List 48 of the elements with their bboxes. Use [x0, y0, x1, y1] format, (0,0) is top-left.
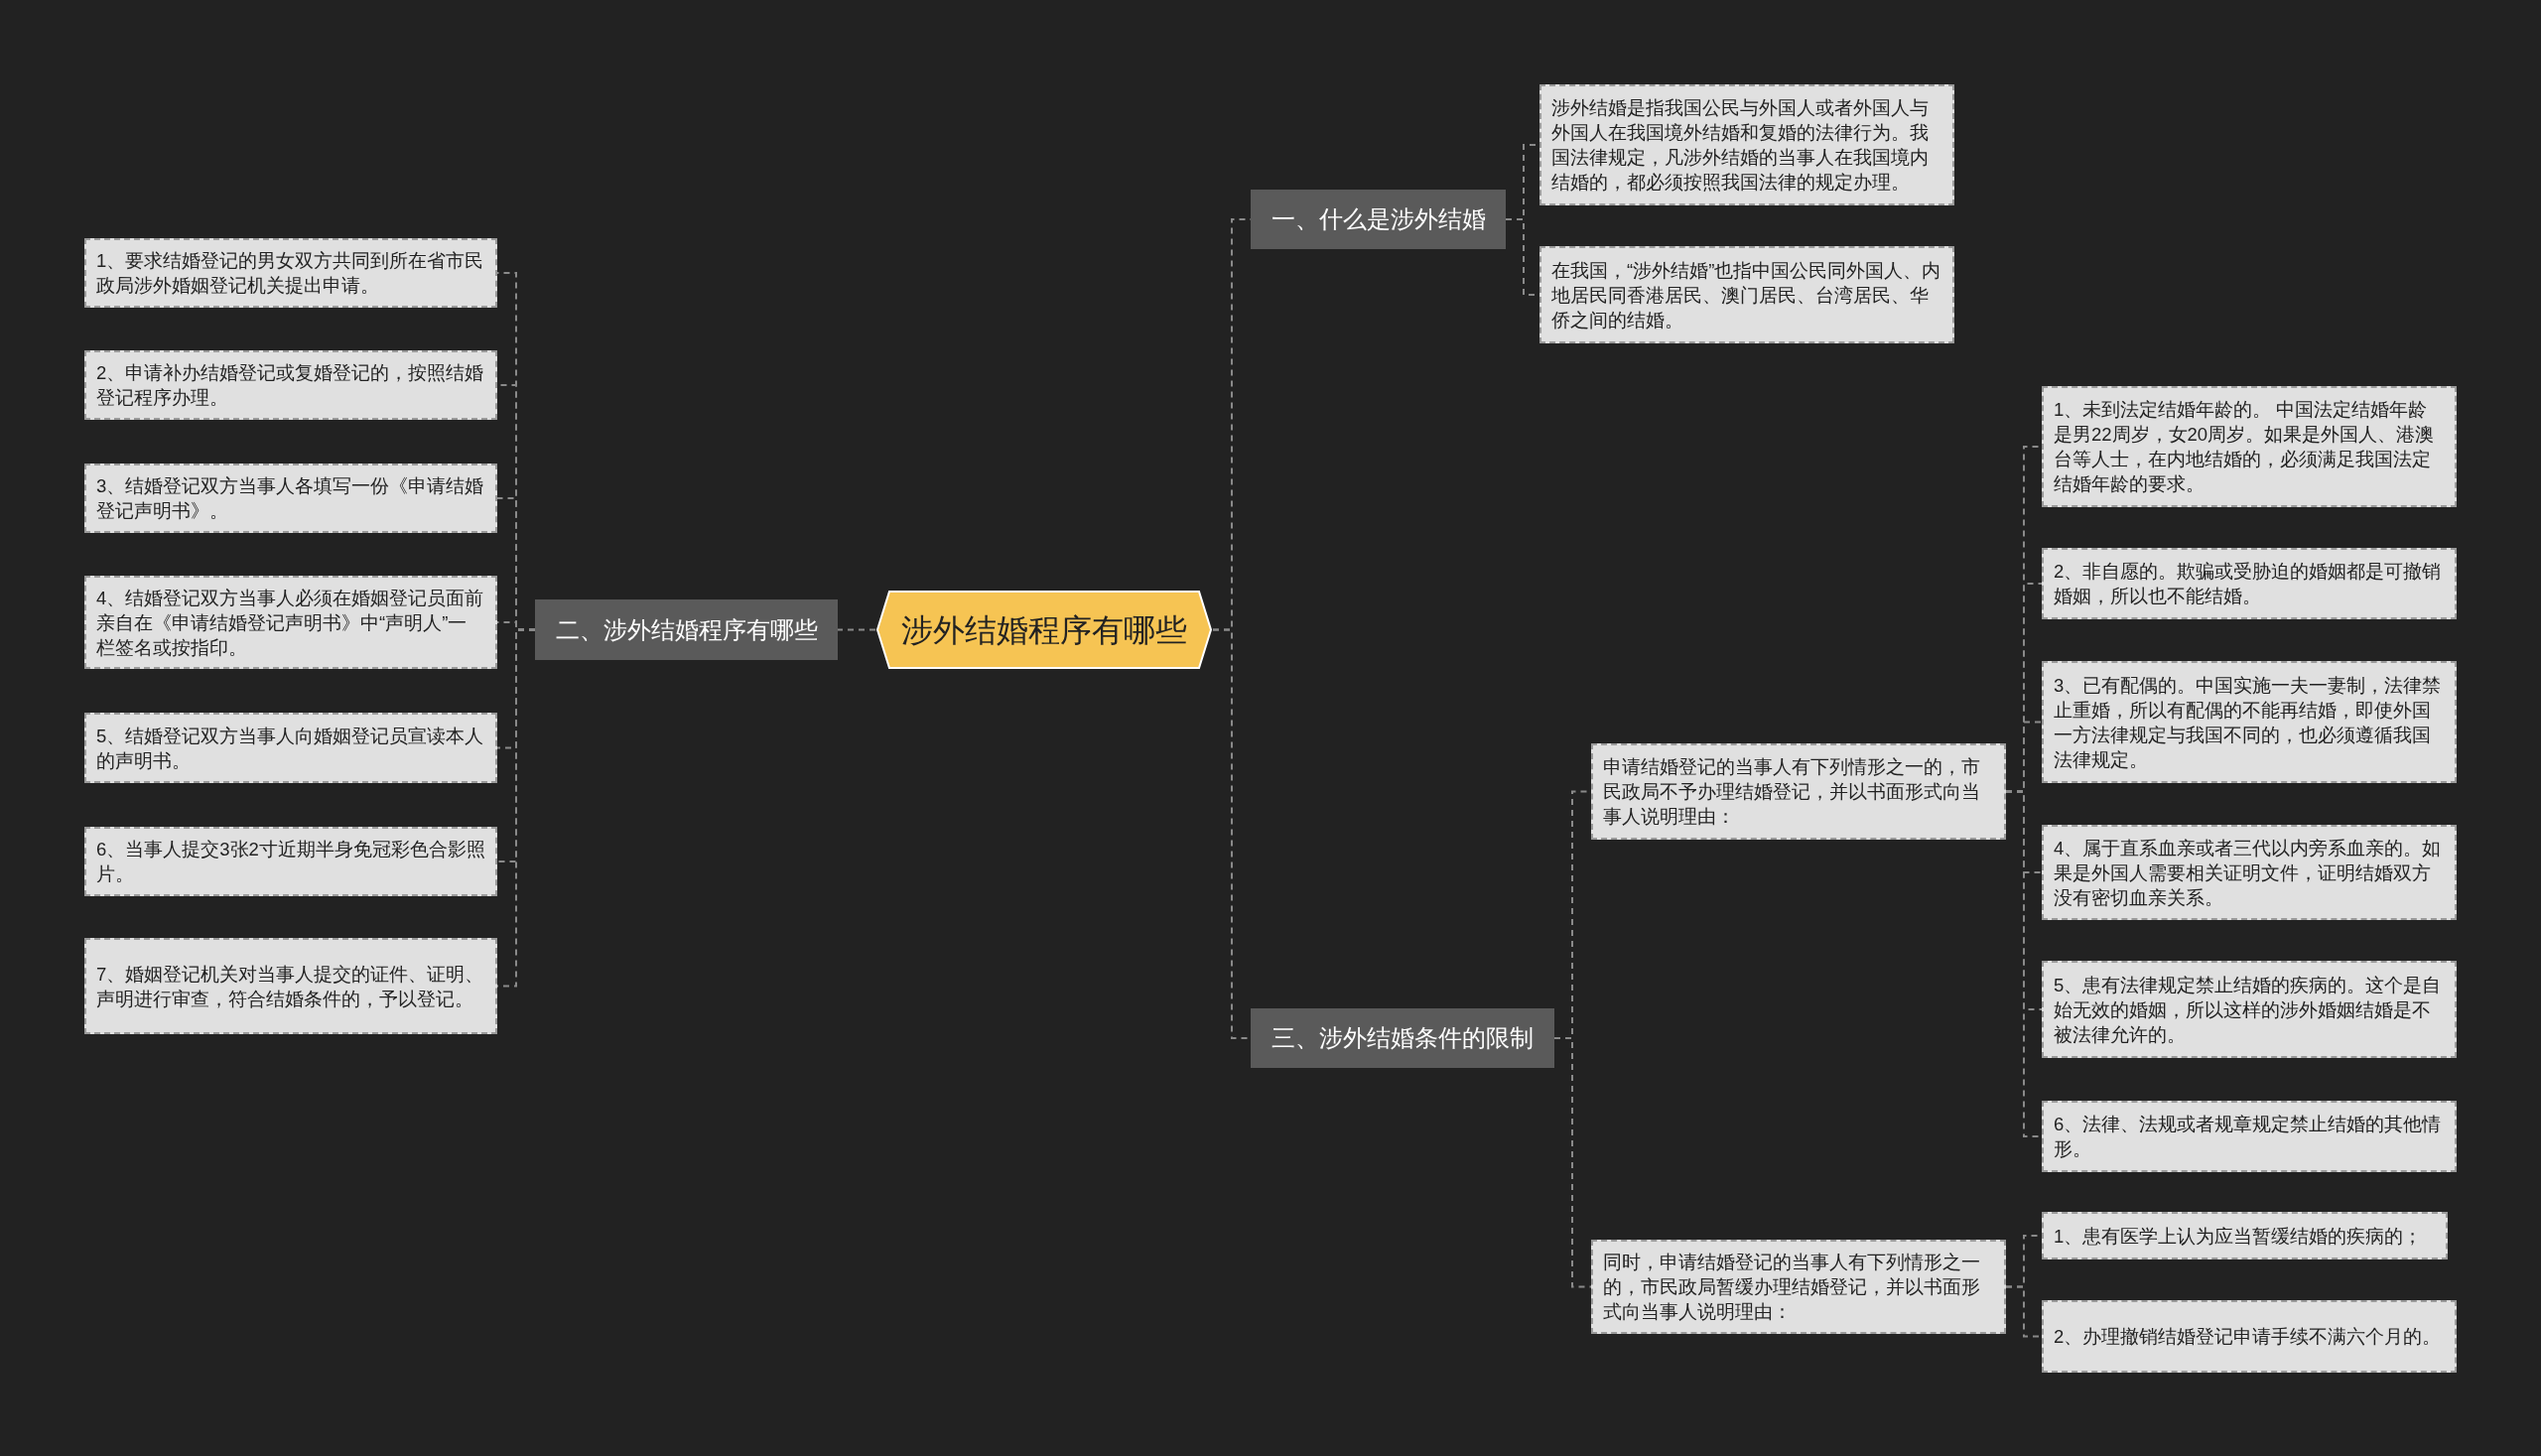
- note-text: 1、要求结婚登记的男女双方共同到所在省市民政局涉外婚姻登记机关提出申请。: [96, 249, 485, 298]
- note-box: [84, 576, 497, 669]
- note-box: [1539, 246, 1954, 343]
- note-box: [84, 463, 497, 533]
- note-text: 2、办理撤销结婚登记申请手续不满六个月的。: [2054, 1325, 2443, 1349]
- note-text: 3、结婚登记双方当事人各填写一份《申请结婚登记声明书》。: [96, 474, 485, 523]
- connector-line: [837, 628, 876, 631]
- note-text: 3、已有配偶的。中国实施一夫一妻制，法律禁止重婚，所以有配偶的不能再结婚，即使外国一方法律规定与我国不同的，也必须遵循我国法律规定。: [2054, 673, 2443, 772]
- note-box: [2042, 961, 2457, 1058]
- note-text: 2、申请补办结婚登记或复婚登记的，按照结婚登记程序办理。: [96, 361, 485, 410]
- topic-hexagon: [875, 590, 1213, 670]
- note-box: [84, 713, 497, 783]
- note-box: [2042, 1212, 2448, 1259]
- note-box: [2042, 661, 2457, 783]
- note-text: 申请结婚登记的当事人有下列情形之一的，市民政局不予办理结婚登记，并以书面形式向当事人说明理由：: [1603, 755, 1981, 829]
- note-text: 在我国，“涉外结婚”也指中国公民同外国人、内地居民同香港居民、澳门居民、台湾居民、华侨之间的结婚。: [1551, 258, 1942, 332]
- note-box: [84, 938, 497, 1034]
- branch-box: [1251, 1008, 1554, 1068]
- note-box: [2042, 548, 2457, 619]
- note-text: 6、当事人提交3张2寸近期半身免冠彩色合影照片。: [96, 838, 485, 886]
- note-text: 7、婚姻登记机关对当事人提交的证件、证明、声明进行审查，符合结婚条件的，予以登记。: [96, 962, 485, 1011]
- note-box: [1591, 743, 2006, 840]
- note-box: [2042, 825, 2457, 920]
- note-box: [1539, 84, 1954, 205]
- connector-line: [1553, 1037, 1592, 1288]
- note-text: 2、非自愿的。欺骗或受胁迫的婚姻都是可撤销婚姻，所以也不能结婚。: [2054, 560, 2443, 608]
- note-text: 1、患有医学上认为应当暂缓结婚的疾病的；: [2054, 1224, 2424, 1249]
- branch-title: 一、什么是涉外结婚: [1270, 204, 1486, 234]
- note-text: 4、结婚登记双方当事人必须在婚姻登记员面前亲自在《申请结婚登记声明书》中“声明人”一栏签名或按指印。: [96, 586, 485, 660]
- note-box: [2042, 1300, 2457, 1373]
- branch-box: [1251, 190, 1506, 249]
- note-box: [2042, 386, 2457, 507]
- note-text: 5、结婚登记双方当事人向婚姻登记员宣读本人的声明书。: [96, 724, 485, 773]
- note-text: 1、未到法定结婚年龄的。 中国法定结婚年龄是男22周岁，女20周岁。如果是外国人、港澳台等人士，在内地结婚的，必须满足我国法定结婚年龄的要求。: [2054, 398, 2436, 496]
- branch-box: [535, 599, 838, 660]
- topic-title: 涉外结婚程序有哪些: [901, 610, 1187, 650]
- note-box: [2042, 1101, 2457, 1172]
- branch-title: 三、涉外结婚条件的限制: [1271, 1023, 1534, 1053]
- note-text: 涉外结婚是指我国公民与外国人或者外国人与外国人在我国境外结婚和复婚的法律行为。我国法律规定，凡涉外结婚的当事人在我国境内结婚的，都必须按照我国法律的规定办理。: [1551, 96, 1930, 195]
- branch-title: 二、涉外结婚程序有哪些: [555, 614, 818, 645]
- note-text: 5、患有法律规定禁止结婚的疾病的。这个是自始无效的婚姻，所以这样的涉外婚姻结婚是不被法律允许的。: [2054, 973, 2443, 1047]
- note-box: [1591, 1240, 2006, 1334]
- note-box: [84, 238, 497, 308]
- note-text: 同时，申请结婚登记的当事人有下列情形之一的，市民政局暂缓办理结婚登记，并以书面形式向当事人说明理由：: [1603, 1251, 1981, 1324]
- note-box: [84, 350, 497, 420]
- note-box: [84, 827, 497, 896]
- note-text: 6、法律、法规或者规章规定禁止结婚的其他情形。: [2054, 1113, 2443, 1161]
- note-text: 4、属于直系血亲或者三代以内旁系血亲的。如果是外国人需要相关证明文件，证明结婚双方没有密切血亲关系。: [2054, 836, 2443, 910]
